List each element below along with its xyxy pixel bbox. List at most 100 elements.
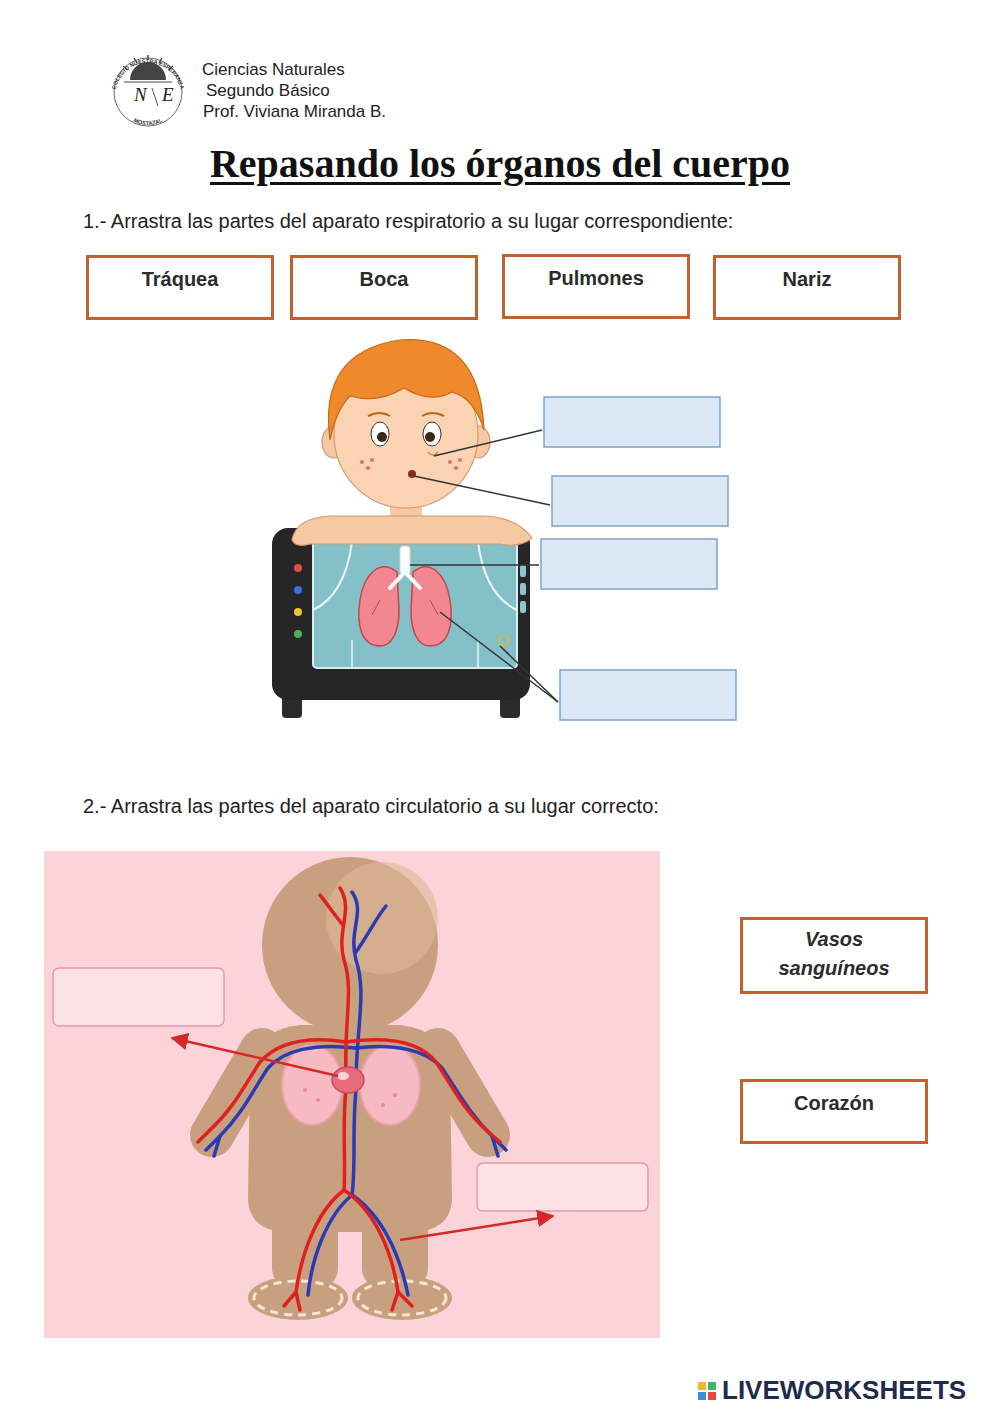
page-title: Repasando los órganos del cuerpo bbox=[0, 140, 1000, 187]
answer-box bbox=[552, 476, 728, 526]
boy-illustration bbox=[313, 542, 352, 610]
body-illustration bbox=[316, 1098, 320, 1102]
leader-line bbox=[440, 612, 558, 702]
body-illustration bbox=[212, 857, 488, 1320]
body-illustration bbox=[393, 1093, 397, 1097]
word-card: Corazón bbox=[740, 1079, 928, 1144]
word-text: Tráquea bbox=[142, 267, 219, 291]
boy-illustration bbox=[359, 567, 399, 646]
boy-illustration bbox=[366, 466, 370, 470]
boy-illustration bbox=[372, 600, 438, 615]
school-name-holder: COLEGIO NUESTRA ESPERANZA bbox=[0, 0, 220, 140]
word-text: Pulmones bbox=[548, 266, 644, 290]
boy-illustration bbox=[478, 542, 517, 610]
blood-vessels bbox=[296, 1088, 346, 1292]
blood-vessels bbox=[355, 1046, 492, 1136]
boy-illustration bbox=[360, 458, 462, 470]
subject-line: Ciencias Naturales bbox=[202, 60, 345, 80]
watermark: LIVEWORKSHEETS bbox=[722, 1376, 966, 1406]
picture-ground bbox=[44, 851, 660, 1338]
school-logo bbox=[124, 82, 172, 83]
school-logo bbox=[152, 88, 158, 106]
answer-box bbox=[544, 397, 720, 447]
school-town: MOSTAZAL bbox=[133, 117, 164, 127]
blood-vessels bbox=[337, 1072, 349, 1080]
boy-illustration bbox=[351, 640, 353, 668]
answer-box bbox=[541, 539, 717, 589]
boy-illustration bbox=[272, 340, 532, 718]
watermark-icon bbox=[698, 1382, 706, 1390]
blood-vessels bbox=[198, 1130, 500, 1142]
boy-illustration bbox=[390, 572, 420, 588]
boy-illustration bbox=[425, 432, 435, 442]
watermark-icon bbox=[698, 1392, 706, 1400]
word-card: Pulmones bbox=[502, 254, 690, 319]
word-text: Boca bbox=[360, 267, 409, 291]
blood-vessels bbox=[206, 1136, 506, 1156]
blood-vessels bbox=[210, 1040, 346, 1130]
blood-vessels bbox=[344, 1190, 398, 1292]
school-town-arc: MOSTAZAL bbox=[0, 0, 220, 140]
school-name: COLEGIO NUESTRA ESPERANZA bbox=[111, 58, 185, 90]
watermark-icon bbox=[698, 1382, 716, 1400]
leader-line bbox=[410, 564, 539, 566]
boy-illustration bbox=[328, 340, 484, 440]
boy-illustration bbox=[272, 528, 530, 700]
leader-line bbox=[434, 430, 542, 456]
logo-letter: N bbox=[134, 84, 147, 106]
school-logo bbox=[114, 55, 182, 126]
boy-illustration bbox=[520, 565, 526, 577]
answer-box bbox=[53, 968, 224, 1026]
boy-illustration bbox=[294, 564, 302, 572]
boy-illustration bbox=[499, 635, 509, 645]
watermark-icon bbox=[708, 1382, 716, 1390]
boy-illustration bbox=[428, 452, 438, 455]
boy-illustration bbox=[368, 413, 444, 416]
boy-illustration bbox=[292, 516, 532, 545]
answer-box bbox=[477, 1163, 648, 1211]
blood-vessels bbox=[198, 888, 500, 1310]
word-text: Corazón bbox=[794, 1091, 874, 1115]
word-card: Boca bbox=[290, 255, 478, 320]
blood-vessels bbox=[320, 895, 343, 925]
blood-vessels bbox=[198, 888, 506, 1310]
pointer-arrow bbox=[400, 1216, 553, 1240]
boy-illustration bbox=[458, 458, 462, 462]
word-text: Vasos sanguíneos bbox=[751, 925, 917, 983]
body-illustration bbox=[381, 1103, 385, 1107]
boy-illustration bbox=[377, 432, 387, 442]
watermark-icon bbox=[708, 1392, 716, 1400]
answer-box bbox=[541, 397, 736, 720]
blood-vessels bbox=[340, 888, 349, 1072]
boy-illustration bbox=[294, 630, 302, 638]
body-illustration bbox=[303, 1088, 307, 1092]
boy-illustration bbox=[423, 422, 441, 446]
leader-line bbox=[414, 476, 550, 505]
boy-illustration bbox=[520, 601, 526, 613]
instruction: 2.- Arrastra las partes del aparato circ… bbox=[83, 795, 659, 818]
boy-illustration bbox=[294, 608, 302, 616]
boy-illustration bbox=[294, 586, 302, 594]
boy-illustration bbox=[448, 460, 452, 464]
boy-illustration bbox=[400, 546, 410, 574]
word-card: Nariz bbox=[713, 255, 901, 320]
body-illustration bbox=[360, 1045, 420, 1125]
boy-illustration bbox=[411, 567, 451, 646]
word-card: Vasos sanguíneos bbox=[740, 917, 928, 994]
blood-vessels bbox=[346, 1040, 486, 1130]
blood-vessels bbox=[206, 892, 506, 1295]
pointer-arrow bbox=[172, 1038, 553, 1240]
school-town-holder: MOSTAZAL bbox=[0, 0, 220, 140]
boy-illustration bbox=[454, 466, 458, 470]
blood-vessels bbox=[356, 906, 386, 952]
answer-box bbox=[560, 670, 736, 720]
body-illustration bbox=[248, 1025, 452, 1232]
boy-illustration bbox=[520, 583, 526, 595]
school-name-arc: COLEGIO NUESTRA ESPERANZA bbox=[0, 0, 220, 140]
leader-line bbox=[410, 430, 558, 702]
word-text: Nariz bbox=[783, 267, 832, 291]
boy-illustration bbox=[360, 460, 364, 464]
pointer-arrow bbox=[172, 1038, 338, 1076]
instruction: 1.- Arrastra las partes del aparato resp… bbox=[83, 210, 733, 233]
